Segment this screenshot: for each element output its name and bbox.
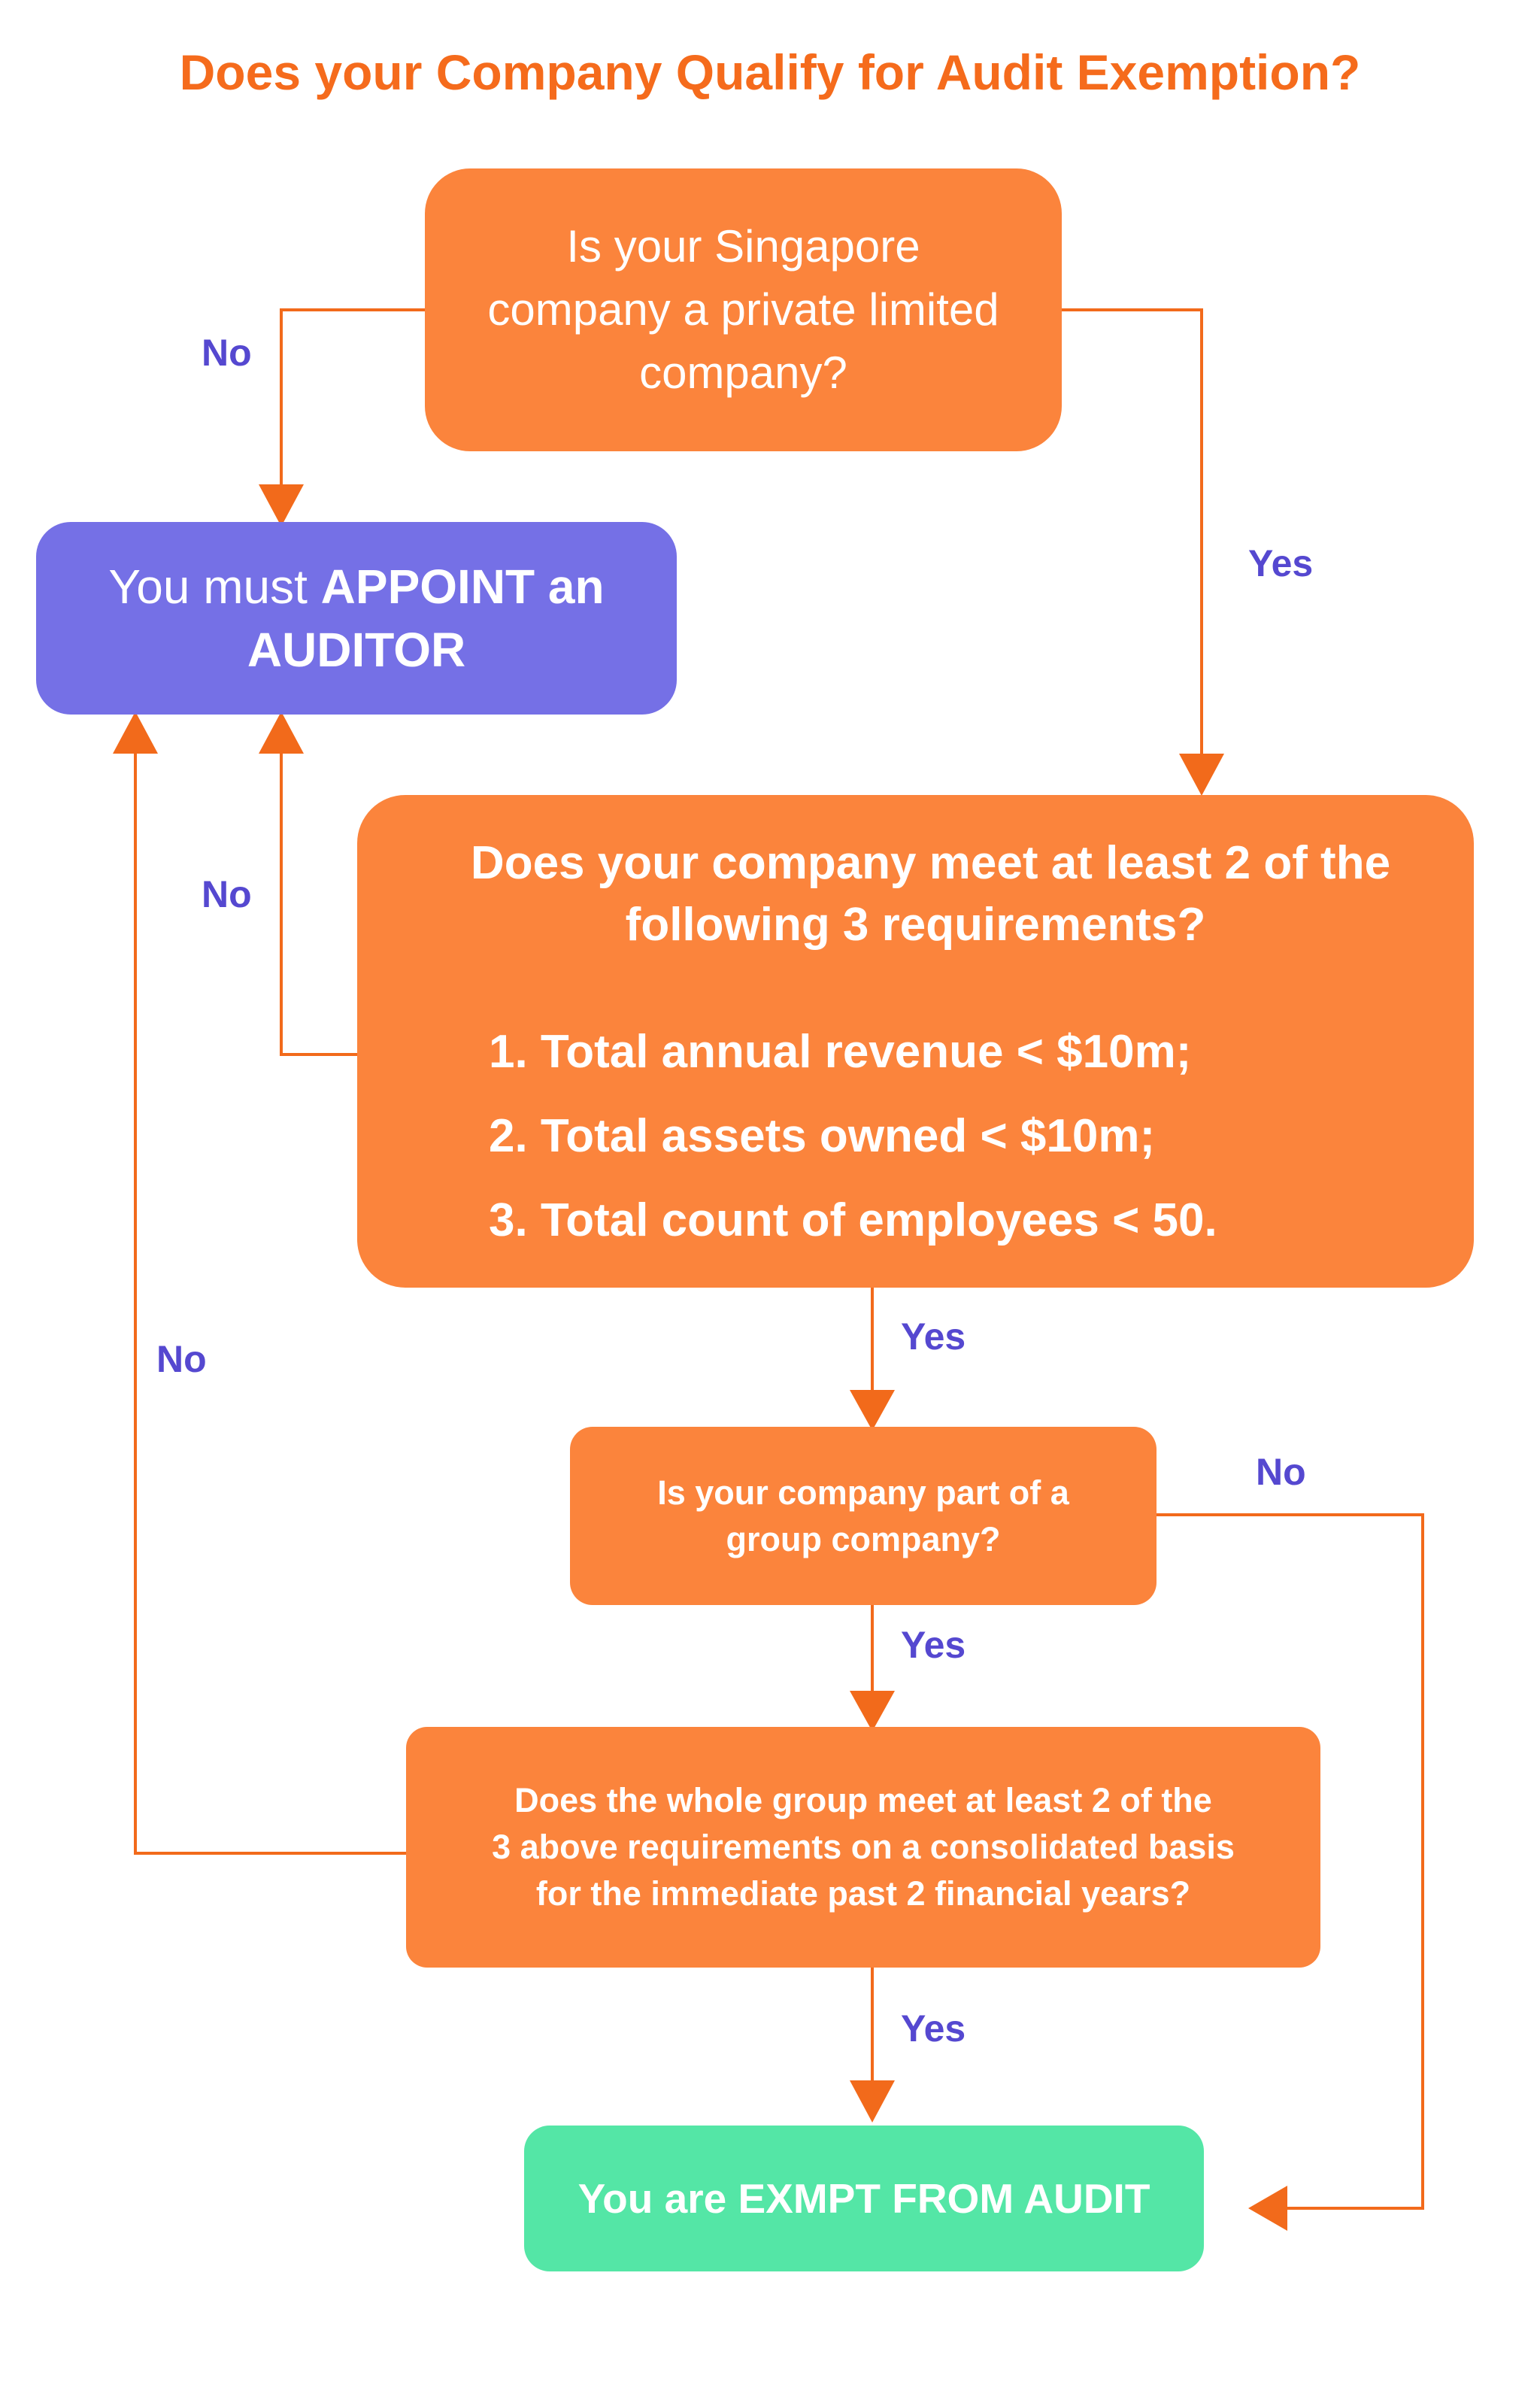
outcome-text-line: AUDITOR: [247, 623, 466, 677]
edge-label-consolidated-no: No: [156, 1338, 207, 1380]
decision-text-line: group company?: [726, 1519, 1001, 1558]
arrowhead-appoint-from-requirements: [259, 712, 304, 754]
connector-group-no: [1157, 1513, 1424, 2210]
arrowhead-appoint-from-private: [259, 484, 304, 526]
outcome-text-bold: APPOINT an: [320, 560, 605, 614]
requirements-list: 1. Total annual revenue < $10m; 2. Total…: [489, 1010, 1217, 1263]
arrowhead-appoint-from-consolidated: [113, 712, 158, 754]
decision-text-line: company?: [639, 347, 847, 398]
edge-label-group-yes: Yes: [901, 1624, 966, 1666]
decision-group-company: Is your company part of a group company?: [570, 1427, 1157, 1605]
decision-private-limited: Is your Singapore company a private limi…: [425, 168, 1062, 451]
requirement-item: 1. Total annual revenue < $10m;: [489, 1026, 1192, 1078]
arrowhead-requirements-from-private: [1179, 754, 1224, 796]
outcome-appoint-auditor: You must APPOINT an AUDITOR: [36, 522, 677, 715]
decision-consolidated-basis: Does the whole group meet at least 2 of …: [406, 1727, 1320, 1968]
edge-label-requirements-yes: Yes: [901, 1315, 966, 1358]
edge-label-requirements-no: No: [202, 873, 252, 915]
arrowhead-group-from-requirements: [850, 1390, 895, 1431]
outcome-exempt-from-audit: You are EXMPT FROM AUDIT: [524, 2126, 1204, 2271]
connector-private-no: [280, 308, 425, 487]
connector-private-yes: [1062, 308, 1203, 760]
arrowhead-exempt-from-group: [1248, 2186, 1287, 2231]
requirement-item: 3. Total count of employees < 50.: [489, 1194, 1217, 1246]
edge-label-private-no: No: [202, 332, 252, 374]
requirements-heading-line: following 3 requirements?: [625, 899, 1206, 951]
decision-text-line: Is your Singapore: [566, 221, 920, 272]
decision-text-line: Is your company part of a: [657, 1473, 1069, 1512]
decision-text-line: company a private limited: [487, 284, 999, 335]
edge-label-group-no: No: [1256, 1451, 1306, 1493]
connector-requirements-no: [280, 752, 357, 1056]
connector-consolidated-no: [134, 752, 406, 1855]
outcome-text-line: You must APPOINT an: [108, 555, 604, 618]
arrowhead-exempt-from-consolidated: [850, 2080, 895, 2123]
decision-text-line: 3 above requirements on a consolidated b…: [492, 1828, 1235, 1866]
edge-label-consolidated-yes: Yes: [901, 2007, 966, 2050]
decision-requirements: Does your company meet at least 2 of the…: [357, 795, 1474, 1288]
edge-label-private-yes: Yes: [1248, 542, 1314, 584]
page-title: Does your Company Qualify for Audit Exem…: [179, 44, 1361, 100]
outcome-text-line: You are EXMPT FROM AUDIT: [578, 2175, 1150, 2222]
arrowhead-consolidated-from-group: [850, 1691, 895, 1731]
decision-text-line: for the immediate past 2 financial years…: [535, 1874, 1191, 1913]
outcome-text-plain: You must: [108, 560, 321, 614]
requirements-heading-line: Does your company meet at least 2 of the: [470, 837, 1391, 889]
requirement-item: 2. Total assets owned < $10m;: [489, 1110, 1156, 1162]
decision-text-line: Does the whole group meet at least 2 of …: [514, 1781, 1212, 1819]
